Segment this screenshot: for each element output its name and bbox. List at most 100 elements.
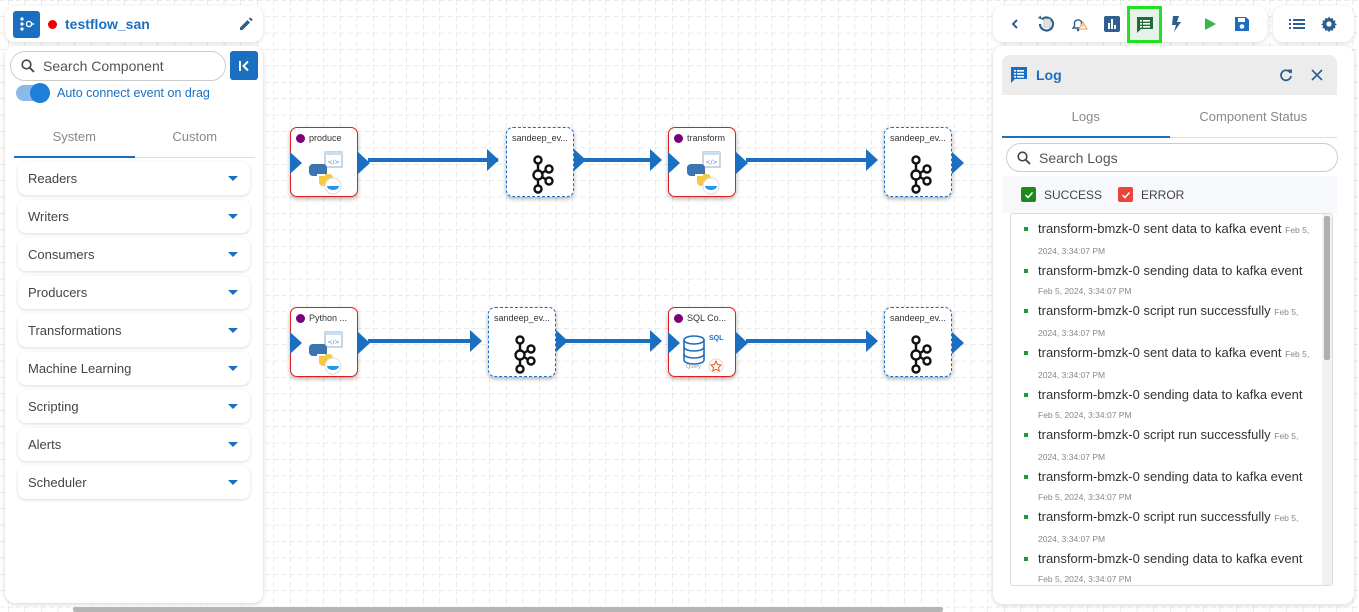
- list-button[interactable]: [1281, 8, 1313, 40]
- close-button[interactable]: [1311, 69, 1323, 81]
- output-port[interactable]: [358, 332, 370, 354]
- category-readers[interactable]: Readers: [18, 162, 250, 195]
- kafka-icon: [514, 335, 536, 374]
- input-port[interactable]: [290, 152, 302, 174]
- category-machine-learning[interactable]: Machine Learning: [18, 352, 250, 385]
- pipeline-edge[interactable]: [368, 158, 498, 162]
- log-scrollbar-track[interactable]: [1322, 214, 1332, 585]
- version-history-button[interactable]: [1030, 8, 1062, 40]
- search-placeholder: Search Component: [43, 58, 164, 74]
- node-title: produce: [309, 133, 342, 143]
- pipeline-node-produce[interactable]: produce </>: [290, 127, 370, 197]
- python-docker-icon: </>: [309, 151, 343, 195]
- search-logs-input[interactable]: Search Logs: [1006, 143, 1338, 172]
- monitor-button[interactable]: [1096, 8, 1128, 40]
- input-port[interactable]: [290, 332, 302, 354]
- component-status-dot: [296, 133, 305, 143]
- kafka-icon: [532, 155, 554, 194]
- caret-down-icon: [228, 252, 238, 257]
- pipeline-node-event[interactable]: sandeep_ev...: [884, 307, 964, 377]
- edit-pencil-icon[interactable]: [237, 15, 255, 33]
- output-port[interactable]: [736, 152, 748, 174]
- log-timestamp: Feb 5, 2024, 3:34:07 PM: [1038, 349, 1310, 380]
- tab-custom[interactable]: Custom: [172, 129, 218, 144]
- caret-down-icon: [228, 366, 238, 371]
- pipeline-node-python[interactable]: Python ... </>: [290, 307, 370, 377]
- pipeline-node-event[interactable]: sandeep_ev...: [506, 127, 574, 197]
- search-component-input[interactable]: Search Component: [10, 51, 226, 81]
- auto-connect-label: Auto connect event on drag: [57, 86, 210, 100]
- pipeline-icon[interactable]: [13, 10, 40, 38]
- category-alerts[interactable]: Alerts: [18, 428, 250, 461]
- save-button[interactable]: [1226, 8, 1258, 40]
- refresh-button[interactable]: [1279, 68, 1293, 82]
- output-port[interactable]: [736, 332, 748, 354]
- canvas-horizontal-scrollbar[interactable]: [73, 607, 943, 612]
- output-port[interactable]: [952, 332, 964, 354]
- tab-logs[interactable]: Logs: [1002, 95, 1170, 138]
- component-status-dot: [674, 313, 683, 323]
- pipeline-node-event[interactable]: sandeep_ev...: [488, 307, 556, 377]
- log-timestamp: Feb 5, 2024, 3:34:07 PM: [1038, 431, 1299, 462]
- category-scripting[interactable]: Scripting: [18, 390, 250, 423]
- edge-arrow: [470, 330, 482, 352]
- log-entry: transform-bmzk-0 script run successfully…: [1021, 301, 1316, 343]
- caret-down-icon: [228, 214, 238, 219]
- gear-icon: [1321, 16, 1337, 32]
- error-checkbox[interactable]: [1118, 187, 1134, 202]
- edge-arrow: [650, 149, 662, 171]
- category-label: Scheduler: [28, 475, 87, 490]
- node-title: transform: [687, 133, 726, 143]
- pipeline-node-transform[interactable]: transform </>: [668, 127, 748, 197]
- category-scheduler[interactable]: Scheduler: [18, 466, 250, 499]
- log-timestamp: Feb 5, 2024, 3:34:07 PM: [1038, 307, 1299, 338]
- pipeline-edge[interactable]: [746, 158, 876, 162]
- input-port[interactable]: [668, 332, 680, 354]
- category-writers[interactable]: Writers: [18, 200, 250, 233]
- pipeline-edge[interactable]: [368, 339, 480, 343]
- chevron-left-icon: [1011, 19, 1018, 29]
- collapse-sidebar-button[interactable]: [230, 51, 258, 80]
- log-panel: Log Logs Component Status Search Logs SU…: [993, 46, 1354, 604]
- edge-arrow: [650, 330, 662, 352]
- pipeline-edge[interactable]: [584, 158, 660, 162]
- output-port[interactable]: [358, 152, 370, 174]
- back-button[interactable]: [999, 8, 1031, 40]
- node-title: Python ...: [309, 313, 348, 323]
- category-transformations[interactable]: Transformations: [18, 314, 250, 347]
- log-entry: transform-bmzk-0 script run successfully…: [1021, 507, 1316, 549]
- output-port[interactable]: [952, 152, 964, 174]
- caret-down-icon: [228, 176, 238, 181]
- pipeline-edge[interactable]: [746, 339, 876, 343]
- svg-text:</>: </>: [327, 159, 339, 166]
- category-label: Machine Learning: [28, 361, 132, 376]
- failure-alerts-button[interactable]: [1063, 8, 1095, 40]
- log-entry: transform-bmzk-0 sent data to kafka even…: [1021, 219, 1316, 261]
- output-port[interactable]: [556, 330, 568, 352]
- log-message: transform-bmzk-0 sent data to kafka even…: [1038, 345, 1282, 360]
- success-checkbox[interactable]: [1021, 187, 1036, 202]
- category-label: Writers: [28, 209, 69, 224]
- log-entry: transform-bmzk-0 sending data to kafka e…: [1021, 467, 1316, 507]
- advanced-logs-button[interactable]: [1161, 8, 1193, 40]
- category-producers[interactable]: Producers: [18, 276, 250, 309]
- pipeline-status-dot: [48, 19, 57, 29]
- pipeline-toolbar: [993, 6, 1267, 43]
- auto-connect-toggle[interactable]: [16, 83, 50, 103]
- log-scrollbar[interactable]: [1324, 216, 1330, 360]
- log-timestamp: Feb 5, 2024, 3:34:07 PM: [1038, 513, 1299, 544]
- svg-text:</>: </>: [327, 339, 339, 346]
- settings-button[interactable]: [1313, 8, 1345, 40]
- tab-component-status[interactable]: Component Status: [1199, 108, 1308, 124]
- pipeline-node-sql[interactable]: SQL Co... SQL Query: [668, 307, 748, 377]
- input-port[interactable]: [668, 152, 680, 174]
- category-consumers[interactable]: Consumers: [18, 238, 250, 271]
- node-title: sandeep_ev...: [512, 133, 568, 143]
- output-port[interactable]: [574, 149, 586, 171]
- tab-system[interactable]: System: [14, 116, 135, 158]
- pipeline-edge[interactable]: [566, 339, 660, 343]
- pipeline-node-event[interactable]: sandeep_ev...: [884, 127, 964, 197]
- save-icon: [1235, 17, 1249, 31]
- logs-button[interactable]: [1127, 6, 1162, 43]
- activate-pipeline-button[interactable]: [1194, 8, 1226, 40]
